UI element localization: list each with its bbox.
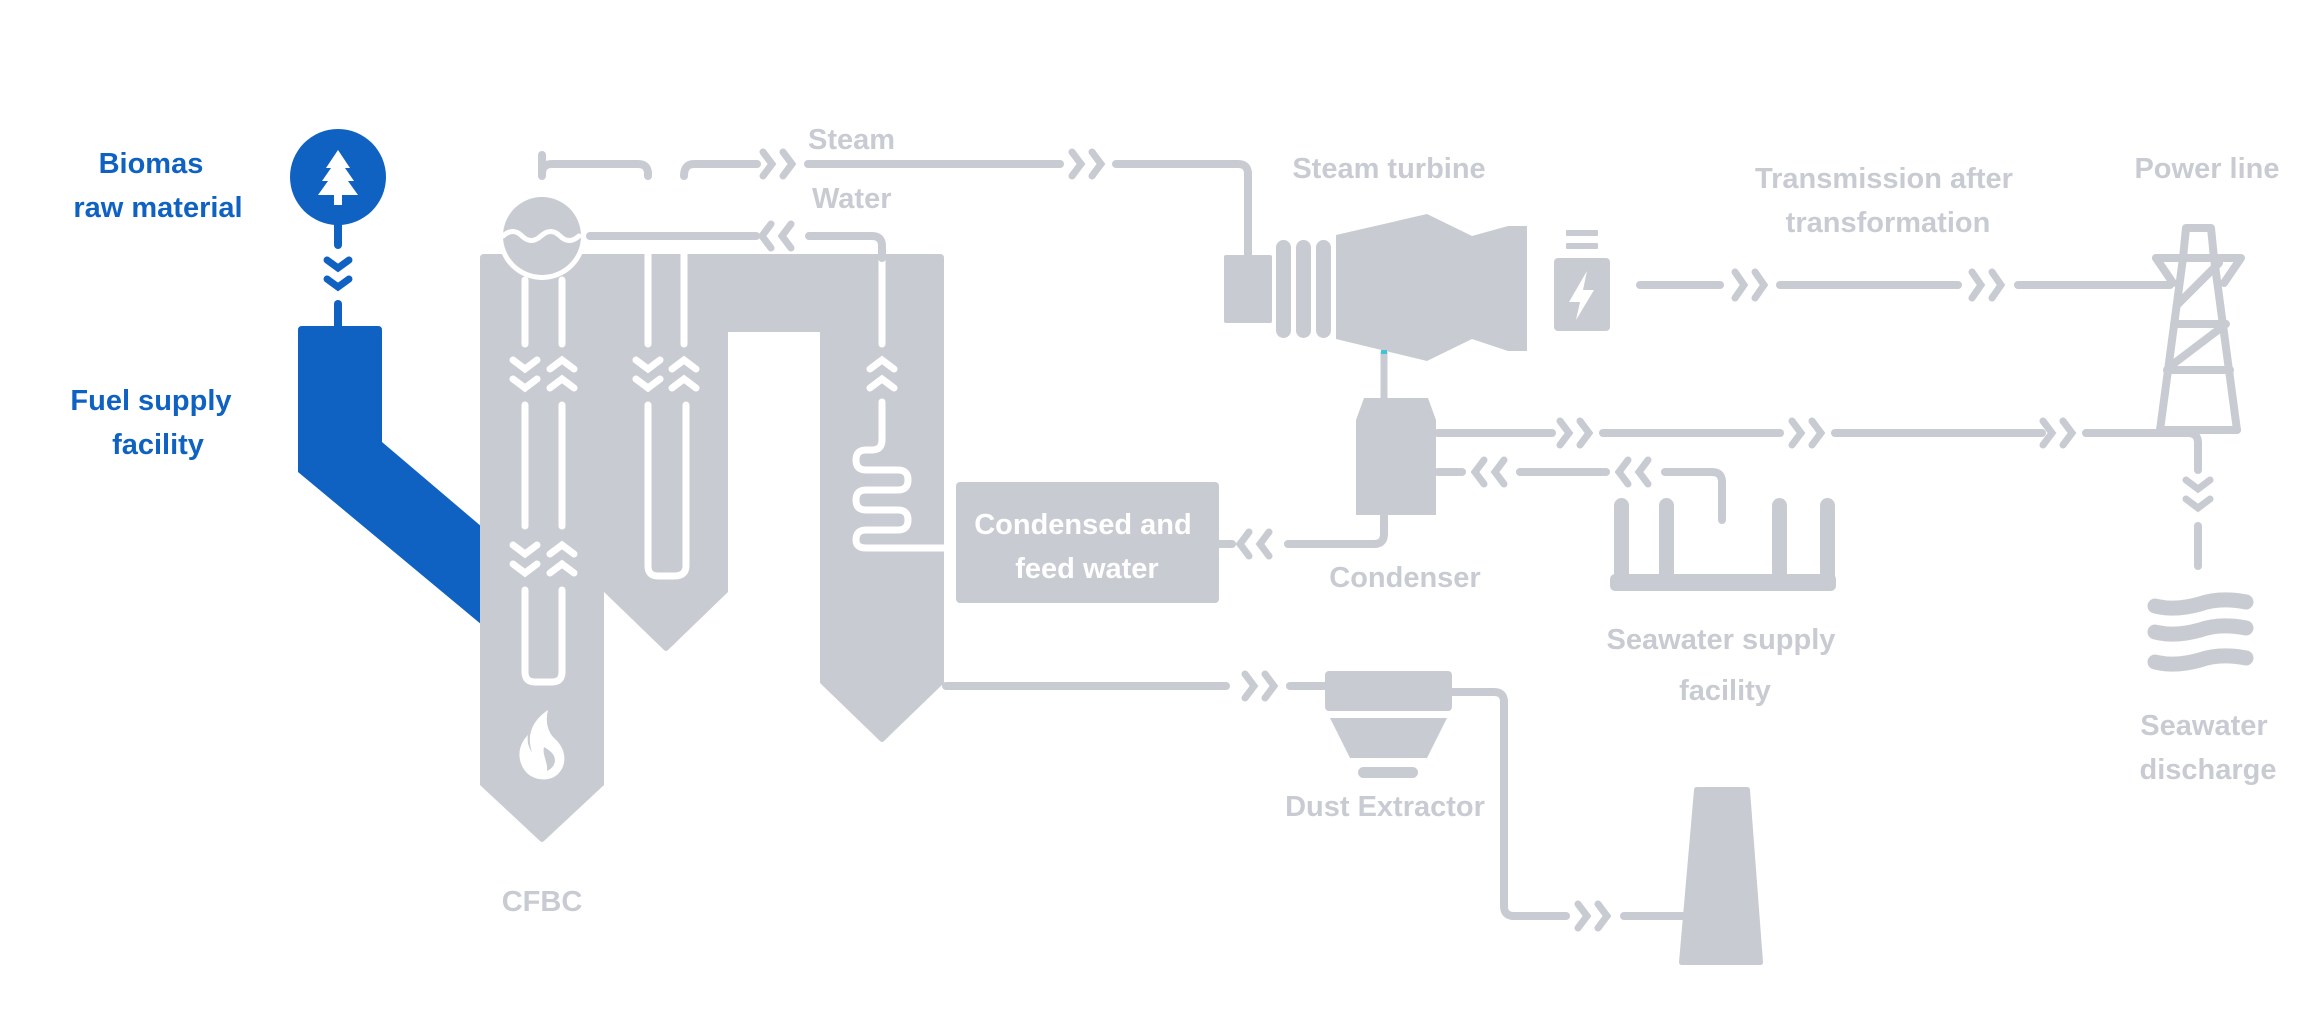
chevron-right-icon	[2039, 417, 2077, 449]
feed-water-box	[956, 482, 1219, 603]
water-line[interactable]: Water	[586, 183, 892, 262]
lightning-icon	[1569, 271, 1594, 320]
generator-bar-2	[1566, 243, 1598, 249]
fuel-chute-shape	[298, 326, 482, 625]
turbine-body	[1336, 214, 1527, 361]
outflow-seg4	[2082, 429, 2202, 474]
feed-water-label: Condensed and feed water	[974, 509, 1200, 585]
chevron-left-icon	[1235, 528, 1273, 560]
chevron-right-icon	[1731, 268, 1769, 302]
fuel-supply-label: Fuel supply facility	[70, 385, 239, 461]
steam-turbine-label: Steam turbine	[1292, 153, 1485, 185]
condensed-feed-water-node[interactable]: Condensed and feed water	[956, 482, 1219, 603]
power-tower-icon	[2152, 224, 2245, 434]
dust-extractor-node[interactable]: Dust Extractor	[1285, 671, 1485, 823]
stack-line[interactable]	[1448, 688, 1686, 932]
chevron-right-icon	[759, 148, 797, 180]
chevron-right-icon	[1241, 670, 1279, 702]
generator-node[interactable]	[1554, 230, 1610, 331]
dust-extractor-label: Dust Extractor	[1285, 791, 1485, 823]
flue-gas-line[interactable]	[942, 670, 1330, 702]
steam-line-to-turbine	[1112, 160, 1252, 260]
cfbc-boiler-node[interactable]: CFBC	[480, 161, 960, 918]
seawater-supply-label: Seawater supply facility	[1607, 624, 1844, 707]
flow-chevrons-economizer	[866, 355, 898, 392]
seawater-discharge-label-line2: discharge	[2140, 754, 2277, 786]
transmission-line[interactable]: Transmission after transformation	[1636, 163, 2174, 302]
feed-water-label-line2: feed water	[1015, 553, 1158, 585]
stack-seg1	[1448, 688, 1570, 920]
chevron-down-icon	[2182, 476, 2214, 513]
seawater-inflow-line[interactable]	[1434, 456, 1726, 524]
chevron-right-icon	[1968, 268, 2006, 302]
biomass-label: Biomas raw material	[73, 148, 242, 224]
seawater-supply-label-line2: facility	[1679, 675, 1771, 707]
turbine-ring-3	[1316, 240, 1331, 338]
dust-extractor-top	[1325, 671, 1452, 711]
chevron-right-icon	[1556, 417, 1594, 449]
seawater-intake-icon	[1610, 498, 1836, 591]
fuel-supply-label-line2: facility	[112, 429, 204, 461]
turbine-ring-2	[1296, 240, 1311, 338]
chimney-node[interactable]	[1679, 787, 1763, 965]
seawater-discharge-node[interactable]: Seawater discharge	[2140, 592, 2277, 786]
chevron-left-icon	[1614, 456, 1652, 488]
turbine-ring-1	[1276, 240, 1291, 338]
flow-chevrons-down-up	[509, 355, 578, 393]
seawater-outflow-line[interactable]	[1434, 417, 2214, 570]
boiler-body-shape	[480, 254, 944, 842]
chimney-icon	[1679, 787, 1763, 965]
flow-chevrons-pass2	[632, 355, 700, 393]
steam-line-seg1	[680, 160, 761, 180]
generator-bar-1	[1566, 230, 1598, 236]
chevron-left-icon	[1470, 456, 1508, 488]
chevron-left-icon	[757, 220, 795, 252]
turbine-inlet-box	[1224, 255, 1272, 323]
power-line-label: Power line	[2134, 153, 2279, 185]
inflow-seg3	[1661, 468, 1726, 524]
seawater-supply-node[interactable]: Seawater supply facility	[1607, 498, 1844, 707]
cfbc-label: CFBC	[502, 886, 583, 918]
economizer-coil	[852, 398, 960, 552]
waves-icon	[2147, 592, 2254, 672]
furnace-u-tube	[521, 586, 566, 686]
flame-icon	[519, 710, 565, 780]
condensate-return-line	[1284, 512, 1388, 548]
chevron-right-icon	[1574, 900, 1612, 932]
flow-chevrons-down-up-lower	[509, 540, 578, 578]
dust-extractor-hopper	[1330, 718, 1447, 758]
seawater-discharge-label-line1: Seawater	[2140, 710, 2267, 742]
condenser-body	[1356, 398, 1436, 515]
steam-label: Steam	[808, 124, 895, 156]
water-drum-icon	[498, 192, 586, 280]
condenser-node[interactable]: Condenser	[1329, 398, 1481, 594]
chevron-right-icon	[1788, 417, 1826, 449]
tree-icon	[318, 150, 358, 205]
dust-extractor-base	[1358, 767, 1418, 778]
water-line-seg2	[805, 232, 886, 262]
water-label: Water	[812, 183, 892, 215]
biomass-label-line1: Biomas	[99, 148, 204, 180]
condenser-label: Condenser	[1329, 562, 1480, 594]
biomass-raw-material-node[interactable]: Biomas raw material	[73, 129, 386, 225]
fuel-supply-facility-node[interactable]: Fuel supply facility	[70, 326, 482, 625]
transmission-label-line1: Transmission after	[1755, 163, 2013, 195]
exhaust-highlight	[1381, 350, 1387, 354]
transmission-label-line2: transformation	[1786, 207, 1991, 239]
seawater-supply-label-line1: Seawater supply	[1607, 624, 1836, 656]
fuel-supply-label-line1: Fuel supply	[70, 385, 231, 417]
pass2-u-tube	[644, 401, 690, 580]
chevron-down-icon	[323, 256, 353, 292]
seawater-discharge-label: Seawater discharge	[2140, 710, 2277, 786]
transmission-label: Transmission after transformation	[1755, 163, 2021, 239]
steam-line[interactable]: Steam	[538, 124, 1252, 260]
biomass-label-line2: raw material	[73, 192, 242, 224]
chevron-right-icon	[1068, 148, 1106, 180]
steam-turbine-node[interactable]: Steam turbine	[1224, 153, 1527, 361]
power-line-node[interactable]: Power line	[2134, 153, 2280, 434]
feed-water-label-line1: Condensed and	[974, 509, 1192, 541]
steam-line-drum-seg	[538, 152, 652, 180]
